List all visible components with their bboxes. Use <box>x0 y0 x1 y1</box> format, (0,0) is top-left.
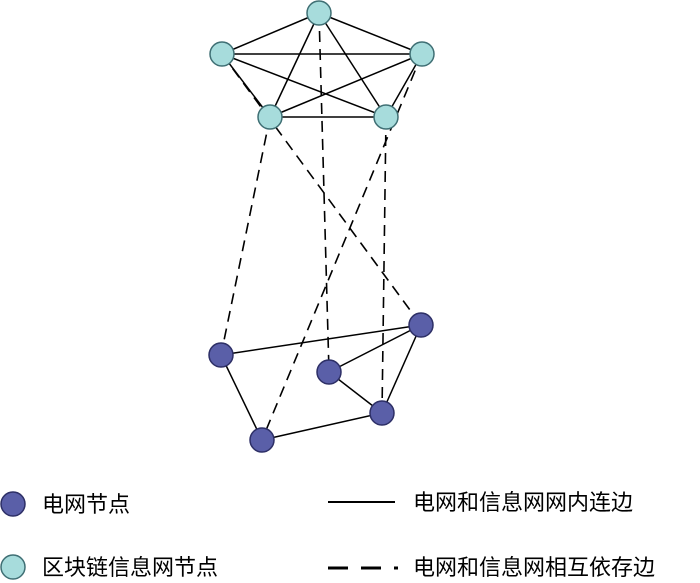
power-grid-edge <box>220 354 263 441</box>
legend: 电网节点 区块链信息网节点 电网和信息网网内连边 电网和信息网相互依存边 <box>0 491 655 581</box>
blockchain-edge <box>221 53 387 118</box>
blockchain-edge <box>318 12 423 55</box>
power-grid-node <box>408 312 434 338</box>
blockchain-edge <box>221 12 320 55</box>
blockchain-network-node <box>306 0 332 26</box>
interdependent-edges <box>220 12 423 441</box>
interdependent-edge <box>220 116 271 356</box>
interdependent-edge <box>221 53 422 326</box>
legend-power-node-label: 电网节点 <box>42 493 130 518</box>
legend-power-node-marker <box>0 491 26 517</box>
blockchain-network-nodes <box>209 0 435 130</box>
interdependent-edge <box>381 116 387 414</box>
legend-interdependent-edge-label: 电网和信息网相互依存边 <box>413 556 655 581</box>
power-grid-edge <box>261 412 383 441</box>
power-grid-edge <box>381 324 422 414</box>
blockchain-edge <box>269 53 423 118</box>
interdependent-edge <box>318 12 330 373</box>
blockchain-network-node <box>209 41 235 67</box>
blockchain-network-node <box>409 41 435 67</box>
power-grid-node <box>249 427 275 453</box>
power-grid-node <box>316 359 342 385</box>
legend-blockchain-node-label: 区块链信息网节点 <box>42 556 218 581</box>
blockchain-network-edges <box>221 12 423 118</box>
legend-internal-edge-label: 电网和信息网网内连边 <box>413 491 633 516</box>
power-grid-edge <box>328 324 422 373</box>
power-grid-nodes <box>208 312 434 453</box>
blockchain-edge <box>318 12 387 118</box>
blockchain-network-node <box>373 104 399 130</box>
power-grid-edge <box>220 324 422 356</box>
blockchain-edge <box>269 12 320 118</box>
power-grid-node <box>369 400 395 426</box>
blockchain-network-node <box>257 104 283 130</box>
legend-blockchain-node-marker <box>0 554 26 580</box>
blockchain-edge <box>221 53 271 118</box>
interdependent-edge <box>261 53 423 441</box>
power-grid-edges <box>220 324 422 441</box>
power-grid-node <box>208 342 234 368</box>
